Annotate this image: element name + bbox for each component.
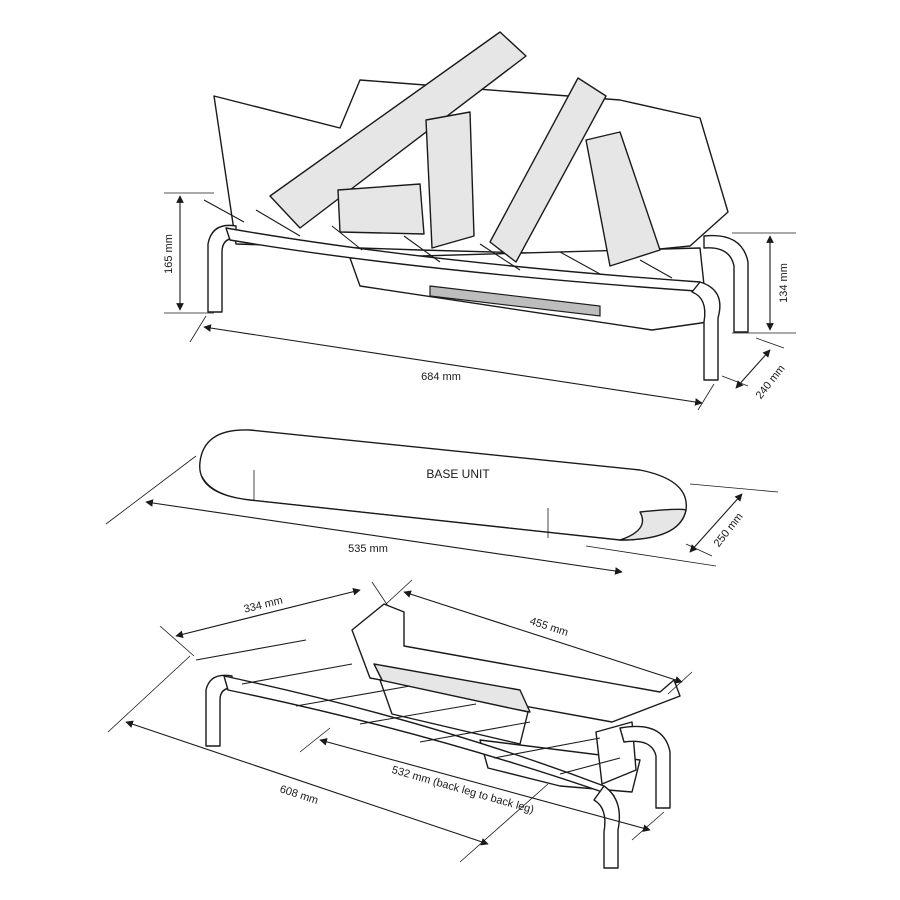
dim-line-depth [735,349,771,389]
frame-view: 334 mm 455 mm 608 mm 532 mm (back leg to… [107,579,693,869]
ext-line [721,375,749,387]
ext-line [689,483,779,493]
log-right [585,131,661,267]
dim-line-tray-depth [175,587,361,639]
base-unit-label: BASE UNIT [426,467,490,481]
frame-leg-front-right [593,785,621,869]
dim-tray-depth: 334 mm [243,594,284,615]
dim-depth: 240 mm [754,363,788,402]
ext-line [159,625,195,657]
grate-front-leg-right [691,281,721,381]
ext-line [755,337,785,349]
dim-base-length: 535 mm [348,543,388,555]
dim-line-tray-length [403,590,683,684]
dim-base-depth: 250 mm [712,511,746,550]
grate-fingers [203,199,673,279]
vent-grille [429,285,601,317]
dim-line-width [203,324,703,406]
dim-line-base-depth [689,493,743,553]
ext-line [385,579,413,605]
dim-front-width: 608 mm [278,783,320,807]
base-unit-shade [619,508,687,541]
dim-line-back-width [319,738,651,832]
ext-line [697,383,715,411]
dim-height-back: 134 mm [778,263,790,303]
dim-line-base-length [145,499,623,575]
log-rear [337,183,425,235]
ext-line [371,581,389,607]
assembled-view: 165 mm 134 mm 684 mm 240 mm [163,31,796,411]
log-upright [425,111,475,249]
ext-line [189,315,207,343]
grate-back-leg [703,234,749,333]
ext-line [107,655,191,733]
ext-line [105,455,197,525]
ext-line [685,543,713,557]
dim-tray-length: 455 mm [528,615,570,639]
dim-height-front: 165 mm [163,234,175,274]
log-diagonal [489,77,607,263]
log-long [269,31,527,229]
dim-width: 684 mm [421,371,461,383]
base-unit-view: BASE UNIT 535 mm 250 mm [105,429,779,575]
ext-line [299,727,331,753]
base-unit-body [199,429,687,541]
